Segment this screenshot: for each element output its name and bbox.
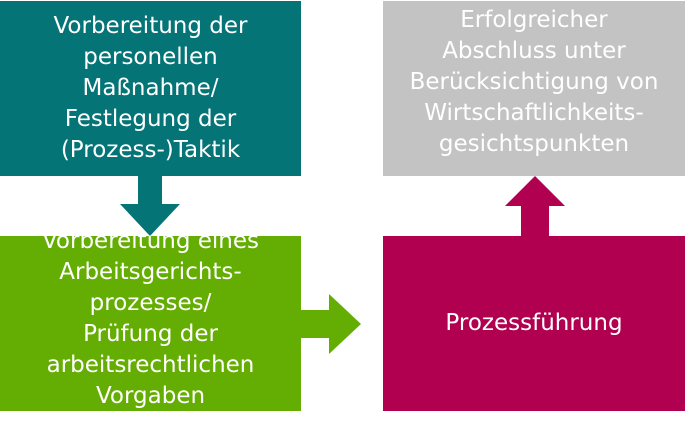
court-preparation-line: Prüfung der — [83, 320, 218, 347]
success-line: gesichtspunkten — [438, 131, 630, 157]
process-box: Prozessführung — [383, 236, 685, 411]
preparation-box: Vorbereitung der personellen Maßnahme/ F… — [0, 1, 301, 176]
success-line: Wirtschaftlichkeits- — [424, 100, 644, 126]
preparation-line: Festlegung der — [64, 106, 237, 132]
preparation-line: Maßnahme/ — [82, 75, 219, 101]
preparation-text: Vorbereitung der personellen Maßnahme/ F… — [53, 11, 247, 166]
process-text: Prozessführung — [445, 308, 622, 339]
arrow-right-icon — [301, 294, 361, 354]
success-line: Abschluss unter — [442, 38, 626, 64]
court-preparation-line: Arbeitsgerichts- — [59, 258, 242, 285]
court-preparation-line: arbeitsrechtlichen — [46, 351, 255, 378]
court-preparation-line: prozesses/ — [89, 289, 212, 316]
preparation-line: personellen — [83, 44, 218, 70]
success-line: Berücksichtigung von — [409, 69, 659, 95]
success-box: Erfolgreicher Abschluss unter Berücksich… — [383, 1, 685, 176]
preparation-line: Vorbereitung der — [53, 13, 248, 39]
arrow-down-icon — [120, 176, 180, 236]
arrow-up-icon — [505, 176, 565, 236]
court-preparation-text: Vorbereitung eines Arbeitsgerichts- proz… — [42, 226, 259, 412]
court-preparation-box: Vorbereitung eines Arbeitsgerichts- proz… — [0, 228, 301, 411]
court-preparation-line: Vorbereitung eines — [41, 227, 260, 254]
process-line: Prozessführung — [445, 310, 623, 336]
court-preparation-line: Vorgaben — [95, 382, 206, 409]
preparation-line: (Prozess-)Taktik — [60, 137, 241, 163]
success-line: Erfolgreicher — [460, 7, 608, 33]
success-text: Erfolgreicher Abschluss unter Berücksich… — [410, 5, 659, 160]
